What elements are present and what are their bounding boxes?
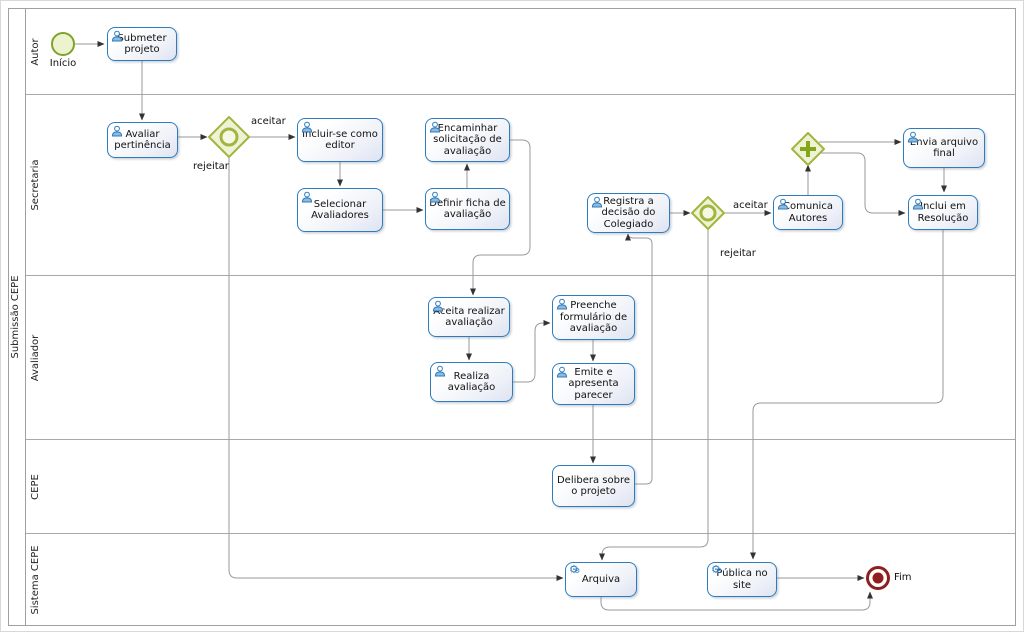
task-emite-parecer[interactable]: Emite e apresenta parecer xyxy=(552,363,635,405)
task-encaminhar-solicitacao[interactable]: Encaminhar solicitação de avaliação xyxy=(425,118,510,162)
task-selecionar-avaliadores[interactable]: Selecionar Avaliadores xyxy=(297,188,383,232)
task-inclui-em-resolucao[interactable]: Inclui em Resolução xyxy=(908,195,978,230)
task-label: Comunica Autores xyxy=(783,201,833,224)
task-incluir-se-como-editor[interactable]: Incluir-se como editor xyxy=(297,118,383,162)
task-label: Avaliar pertinência xyxy=(114,128,171,152)
task-label: Incluir-se como editor xyxy=(302,128,378,152)
user-icon xyxy=(111,125,123,137)
task-submeter-projeto[interactable]: Submeter projeto xyxy=(107,27,177,61)
flow-label-aceitar-2: aceitar xyxy=(733,200,768,211)
task-label: Delibera sobre o projeto xyxy=(556,474,631,498)
task-avaliar-pertinencia[interactable]: Avaliar pertinência xyxy=(107,122,178,158)
task-comunica-autores[interactable]: Comunica Autores xyxy=(773,195,843,230)
lane-label-sistema-cepe: Sistema CEPE xyxy=(30,544,41,615)
task-label: Inclui em Resolução xyxy=(917,201,969,224)
task-definir-ficha[interactable]: Definir ficha de avaliação xyxy=(425,188,510,230)
user-icon xyxy=(591,196,603,208)
task-label: Arquiva xyxy=(581,573,621,585)
lane-label-cepe: CEPE xyxy=(30,473,41,500)
user-icon xyxy=(111,30,123,42)
user-icon xyxy=(912,198,924,210)
user-icon xyxy=(907,131,919,143)
flow-label-rejeitar-1: rejeitar xyxy=(193,161,229,172)
lane-label-secretaria: Secretaria xyxy=(30,159,41,211)
lane-label-autor: Autor xyxy=(30,37,41,66)
pool-submissao-cepe: Submissão CEPE Autor Secretaria Avaliado… xyxy=(8,8,1016,626)
user-icon xyxy=(434,365,446,377)
user-icon xyxy=(556,298,568,310)
user-icon xyxy=(556,366,568,378)
user-icon xyxy=(301,121,313,133)
pool-label-band: Submissão CEPE xyxy=(9,9,26,625)
task-label: Encaminhar solicitação de avaliação xyxy=(433,122,502,157)
task-label: Emite e apresenta parecer xyxy=(568,366,619,401)
task-delibera-projeto[interactable]: Delibera sobre o projeto xyxy=(552,465,635,507)
pool-title: Submissão CEPE xyxy=(10,275,21,359)
user-icon xyxy=(429,191,441,203)
user-icon xyxy=(777,198,789,210)
task-label: Preenche formulário de avaliação xyxy=(559,300,628,335)
gear-icon: ⚙⚙ xyxy=(711,563,723,576)
lane-avaliador: Avaliador xyxy=(26,275,1015,439)
task-arquiva[interactable]: ⚙⚙ Arquiva xyxy=(565,562,637,597)
gear-icon: ⚙⚙ xyxy=(569,563,581,576)
task-preenche-formulario[interactable]: Preenche formulário de avaliação xyxy=(552,295,635,340)
flow-label-rejeitar-2: rejeitar xyxy=(720,248,756,259)
task-label: Pública no site xyxy=(716,568,768,591)
task-envia-arquivo-final[interactable]: Envia arquivo final xyxy=(903,128,985,168)
task-realiza-avaliacao[interactable]: Realiza avaliação xyxy=(430,362,513,402)
task-registra-decisao[interactable]: Registra a decisão do Colegiado xyxy=(587,193,670,233)
start-event-label: Início xyxy=(49,58,77,69)
flow-label-aceitar-1: aceitar xyxy=(251,116,286,127)
lane-sistema-cepe: Sistema CEPE xyxy=(26,533,1015,625)
user-icon xyxy=(432,300,444,312)
task-label: Envia arquivo final xyxy=(909,136,979,160)
user-icon xyxy=(429,121,441,133)
lane-label-avaliador: Avaliador xyxy=(30,334,41,381)
lane-secretaria: Secretaria xyxy=(26,94,1015,275)
task-aceita-realizar[interactable]: Aceita realizar avaliação xyxy=(428,297,510,337)
lanes-container: Autor Secretaria Avaliador CEPE Sistema … xyxy=(26,9,1015,625)
user-icon xyxy=(301,191,313,203)
task-publica-no-site[interactable]: ⚙⚙ Pública no site xyxy=(707,562,777,597)
task-label: Registra a decisão do Colegiado xyxy=(601,195,656,230)
end-event-label: Fim xyxy=(894,572,912,583)
lane-cepe: CEPE xyxy=(26,439,1015,533)
task-label: Submeter projeto xyxy=(117,32,167,56)
